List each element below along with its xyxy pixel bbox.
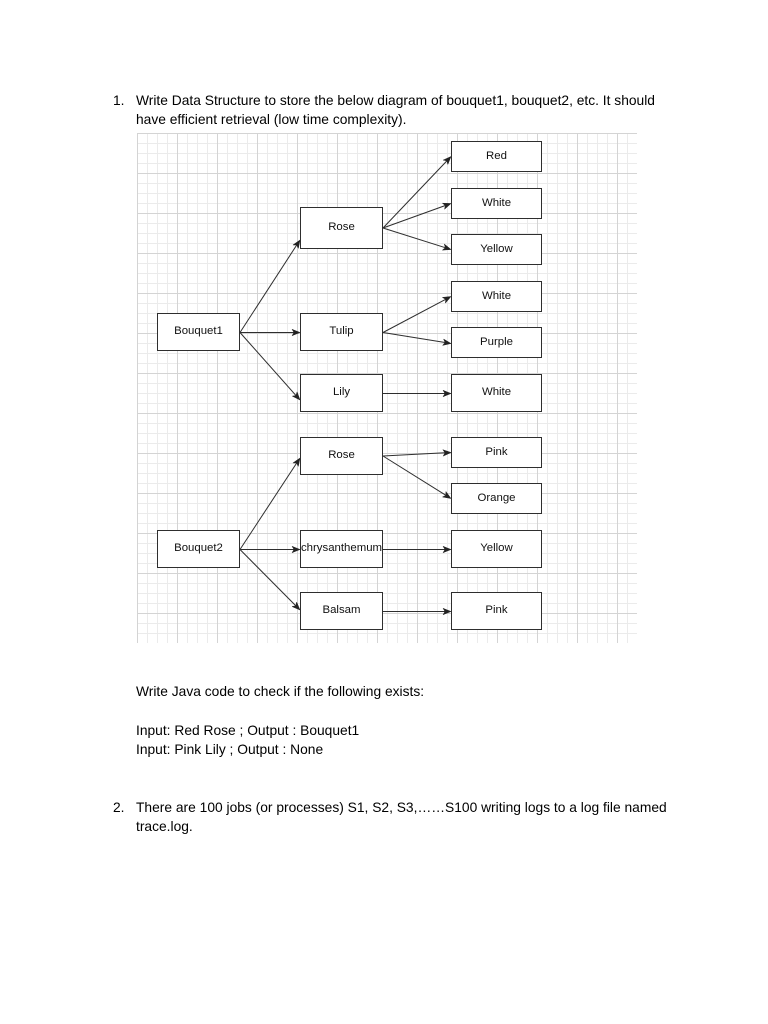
java-task: Write Java code to check if the followin…	[0, 682, 768, 762]
question-number: 1.	[113, 93, 125, 108]
question-text-line-2: have efficient retrieval (low time compl…	[136, 112, 407, 128]
edge-rose2-to-orange	[382, 455, 447, 496]
edge-arrowhead	[292, 239, 301, 250]
color-node-purple: Purple	[451, 327, 542, 358]
node-label: Red	[486, 149, 507, 162]
edge-rose-to-red	[382, 160, 448, 229]
edge-arrowhead	[291, 601, 301, 611]
flower-node-chrysanthemum: chrysanthemum	[300, 530, 383, 568]
edge-arrowhead	[441, 296, 452, 304]
node-label: Bouquet2	[174, 542, 223, 555]
node-label: White	[481, 196, 512, 209]
node-label: Pink	[485, 445, 508, 458]
edge-bouquet1-to-lily	[239, 332, 297, 396]
diagram-edges	[239, 156, 452, 616]
edge-arrowhead	[442, 389, 452, 398]
edge-arrowhead	[442, 449, 452, 457]
bouquet-diagram: Bouquet1 Rose Tulip Lily Red White Yello…	[137, 133, 637, 643]
java-task-text: Write Java code to check if the followin…	[136, 682, 424, 760]
color-node-pink: Pink	[451, 437, 542, 468]
edge-arrowhead	[441, 490, 452, 499]
question-number: 2.	[113, 799, 125, 815]
flower-node-balsam: Balsam	[300, 592, 383, 630]
node-label: White	[481, 289, 512, 302]
bouquet-node-bouquet1: Bouquet1	[157, 313, 240, 351]
color-node-orange: Orange	[451, 483, 542, 514]
edge-arrowhead	[441, 243, 452, 251]
color-node-white: White	[451, 281, 542, 312]
node-label: White	[481, 386, 512, 399]
flower-node-tulip: Tulip	[300, 313, 383, 351]
node-label: Orange	[477, 491, 516, 504]
question-text: There are 100 jobs (or processes) S1, S2…	[136, 798, 667, 837]
question-1: 1. Write Data Structure to store the bel…	[0, 91, 768, 131]
color-node-red: Red	[451, 141, 542, 172]
node-label: Pink	[485, 604, 508, 617]
color-node-yellow: Yellow	[451, 530, 542, 568]
flower-node-lily: Lily	[300, 374, 383, 412]
edge-rose-to-yellow	[382, 227, 446, 249]
edge-arrowhead	[442, 156, 452, 166]
edge-rose2-to-pink	[382, 452, 446, 457]
node-label: Purple	[480, 335, 513, 348]
edge-bouquet2-to-rose	[239, 462, 298, 550]
example-line-1: Input: Red Rose ; Output : Bouquet1	[136, 722, 360, 738]
edge-arrowhead	[291, 391, 301, 401]
question-text-line-2: trace.log.	[136, 818, 193, 834]
edge-arrowhead	[291, 545, 301, 554]
bouquet-node-bouquet2: Bouquet2	[157, 530, 240, 568]
flower-node-rose: Rose	[300, 437, 383, 475]
question-text: Write Data Structure to store the below …	[136, 91, 655, 130]
example-line-2: Input: Pink Lily ; Output : None	[136, 742, 324, 758]
color-node-white: White	[451, 188, 542, 219]
edge-tulip-to-purple	[382, 332, 446, 344]
edge-tulip-to-white	[382, 298, 446, 333]
question-2: 2. There are 100 jobs (or processes) S1,…	[0, 798, 768, 838]
edge-arrowhead	[441, 202, 452, 210]
node-label: Yellow	[480, 242, 513, 255]
java-prompt: Write Java code to check if the followin…	[136, 684, 425, 699]
flower-node-rose: Rose	[300, 207, 383, 249]
edge-bouquet2-to-balsam	[239, 549, 297, 607]
edge-arrowhead	[441, 338, 452, 346]
color-node-white: White	[451, 374, 542, 412]
question-text-line-1: Write Data Structure to store the below …	[136, 93, 655, 108]
question-text-line-1: There are 100 jobs (or processes) S1, S2…	[136, 799, 667, 815]
node-label: Balsam	[322, 604, 361, 617]
color-node-pink: Pink	[451, 592, 542, 630]
edge-arrowhead	[442, 607, 452, 616]
node-label: Tulip	[329, 325, 354, 338]
node-label: Bouquet1	[174, 325, 223, 338]
edge-rose-to-white	[382, 205, 446, 229]
node-label: Yellow	[480, 542, 513, 555]
node-label: Rose	[328, 221, 355, 234]
node-label: Rose	[328, 449, 355, 462]
blank-line	[136, 701, 424, 720]
color-node-yellow: Yellow	[451, 234, 542, 265]
node-label: Lily	[332, 386, 351, 399]
edge-arrowhead	[292, 457, 301, 468]
node-label: chrysanthemum	[300, 542, 383, 555]
edge-arrowhead	[291, 328, 301, 337]
edge-bouquet1-to-rose	[239, 244, 298, 333]
edge-arrowhead	[442, 545, 452, 554]
